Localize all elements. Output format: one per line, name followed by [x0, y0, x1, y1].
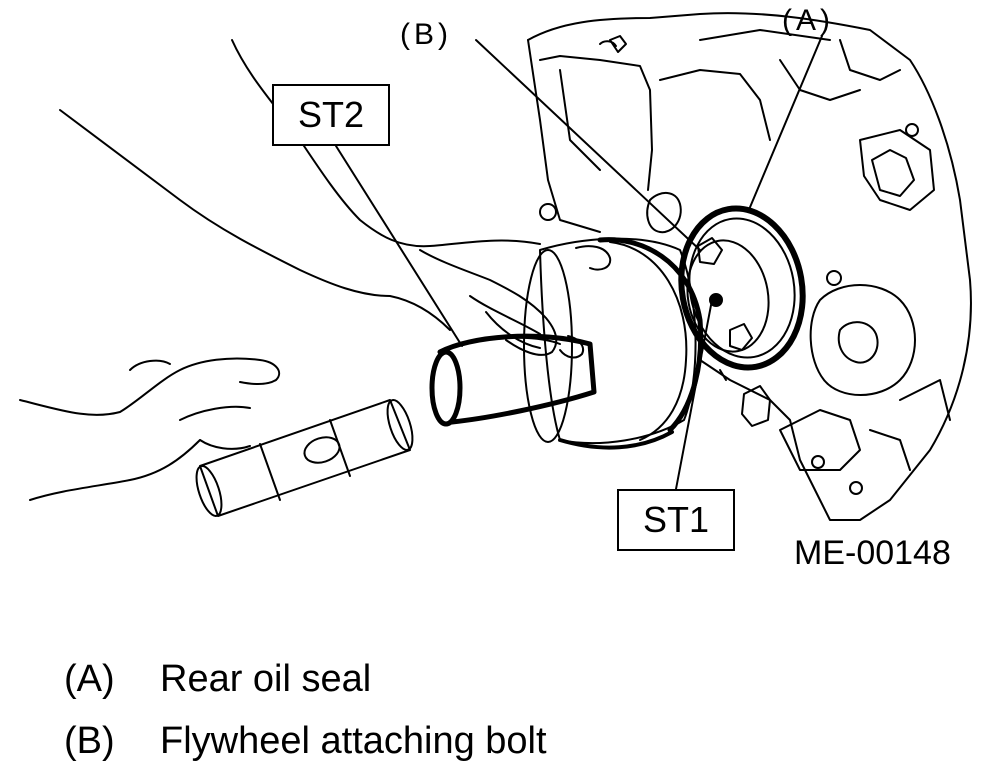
- callout-label-b: (B): [400, 18, 452, 51]
- legend-item: (B) Flywheel attaching bolt: [64, 722, 547, 760]
- legend-key: (B): [64, 720, 115, 762]
- leader-lines: [335, 35, 823, 490]
- leader-line-b: [475, 39, 701, 251]
- rear-oil-seal: [678, 205, 806, 371]
- callout-label-a: (A): [782, 4, 834, 37]
- figure-id: ME-00148: [794, 534, 951, 572]
- engine-block-drawing: [527, 12, 972, 521]
- callout-st2-label: ST2: [297, 94, 365, 135]
- callout-st2: ST2: [272, 84, 390, 146]
- st1-installer-tool: [523, 237, 704, 450]
- callout-st1: ST1: [617, 489, 735, 551]
- rear-oil-seal-installation-illustration: [19, 12, 972, 521]
- legend-text: Flywheel attaching bolt: [160, 720, 547, 762]
- legend-item: (A) Rear oil seal: [64, 660, 371, 698]
- leader-line-st1: [675, 299, 713, 490]
- callout-st1-label: ST1: [642, 499, 710, 540]
- st2-guide-tool: [429, 333, 597, 427]
- hand-holding-handle: [19, 357, 281, 501]
- leader-line-st2: [335, 145, 463, 347]
- t-handle: [195, 399, 414, 517]
- leader-line-a: [747, 35, 823, 213]
- legend-text: Rear oil seal: [160, 658, 372, 700]
- legend-key: (A): [64, 658, 115, 700]
- hand-holding-tool: [59, 39, 612, 359]
- crankshaft-flange: [686, 237, 770, 353]
